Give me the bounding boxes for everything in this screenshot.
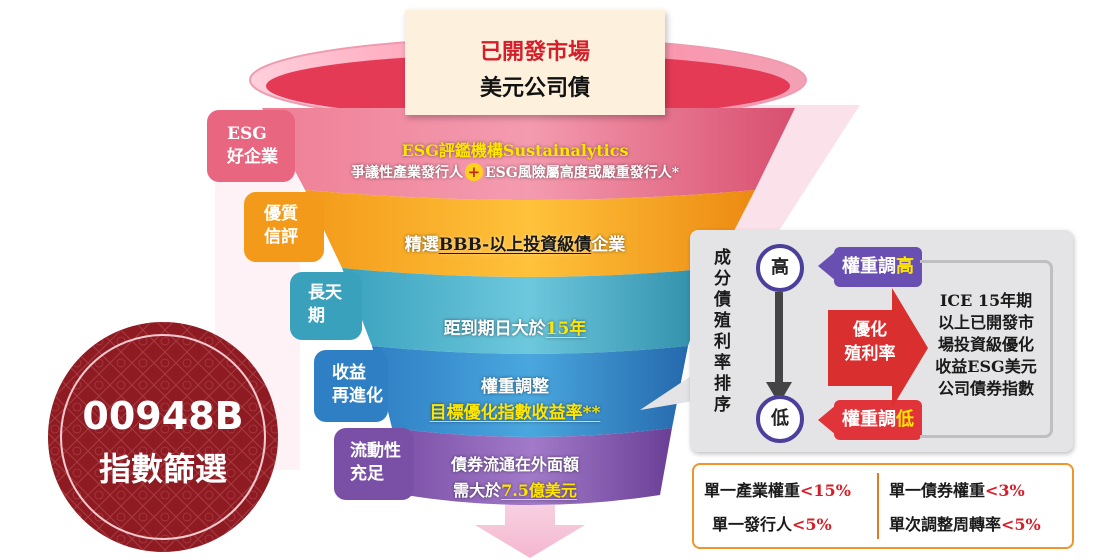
- level-esg-line1: ESG評鑑機構Sustainalytics: [401, 141, 629, 160]
- plus-icon: +: [464, 163, 483, 181]
- badge-code: 00948B: [82, 394, 244, 438]
- header-line2: 美元公司債: [479, 75, 590, 101]
- level-yield-line1: 權重調整: [481, 377, 549, 397]
- tab-duration: 長天 期: [290, 272, 362, 340]
- callout-pointer: [640, 370, 700, 410]
- index-name-line2: 以上已開發市: [937, 313, 1034, 332]
- level-liquidity-text: 債券流通在外面額 需大於7.5億美元: [300, 452, 730, 504]
- rule-issuer-label: 單一發行人: [712, 515, 793, 534]
- funnel-level-liquidity: [392, 428, 672, 505]
- weight-down-pointer: [818, 405, 836, 435]
- funnel-level-esg: [262, 108, 795, 200]
- limits-box: 單一產業權重<15% 單一債券權重<3% 單一發行人<5% 單次調整周轉率<5%: [692, 463, 1074, 549]
- level-esg-line2a: 爭議性產業發行人: [350, 165, 463, 181]
- funnel-level-quality: [305, 190, 755, 277]
- level-esg-line2b: ESG風險屬高度或嚴重發行人*: [484, 165, 680, 181]
- weight-up-tag: 權重調高: [834, 247, 922, 287]
- rule-turnover-value: <5%: [1001, 515, 1041, 534]
- yield-ranking-panel: 成分債殖利率排序 高 低 權重調高 權重調低 優化 殖利率 ICE 15年期 以…: [690, 230, 1073, 452]
- tab-duration-line2: 期: [308, 306, 325, 326]
- tab-esg-line1: ESG: [227, 124, 267, 144]
- rule-industry-weight-label: 單一產業權重: [704, 481, 801, 500]
- index-name-line4: 收益ESG美元: [935, 357, 1037, 376]
- funnel-level-yield: [372, 346, 688, 437]
- high-circle: 高: [756, 244, 804, 292]
- level-liquidity-line2: 需大於7.5億美元: [300, 478, 730, 504]
- weight-down-tag: 權重調低: [834, 400, 922, 440]
- down-arrow-icon: [475, 505, 585, 558]
- level-liquidity-highlight: 7.5億美元: [501, 481, 577, 500]
- tab-quality-line1: 優質: [264, 204, 298, 224]
- tab-liquidity-line1: 流動性: [350, 441, 401, 461]
- level-quality-highlight: BBB-以上投資級債: [438, 235, 592, 255]
- badge-label: 指數篩選: [98, 450, 227, 488]
- rule-turnover-label: 單次調整周轉率: [889, 515, 1002, 534]
- weight-down-pre: 權重調: [842, 409, 896, 430]
- funnel-level-duration: [342, 268, 715, 354]
- panel-vertical-label: 成分債殖利率排序: [714, 248, 731, 415]
- rule-issuer-value: <5%: [792, 515, 832, 534]
- level-quality-pre: 精選: [404, 235, 439, 255]
- header-card: 已開發市場 美元公司債: [405, 10, 665, 115]
- optimize-line2: 殖利率: [844, 344, 896, 364]
- rule-bond-weight: 單一債券權重<3%: [889, 477, 1025, 501]
- tab-yield: 收益 再進化: [314, 350, 388, 422]
- level-esg-text: ESG評鑑機構Sustainalytics 爭議性產業發行人+ESG風險屬高度或…: [300, 140, 730, 184]
- level-quality-text: 精選BBB-以上投資級債企業: [300, 230, 730, 255]
- weight-up-pre: 權重調: [842, 256, 896, 277]
- index-screening-badge: 00948B 指數篩選: [48, 322, 278, 552]
- level-liquidity-pre: 需大於: [453, 481, 502, 500]
- tab-duration-line1: 長天: [308, 283, 342, 303]
- rule-turnover: 單次調整周轉率<5%: [889, 511, 1041, 535]
- rule-industry-weight: 單一產業權重<15%: [704, 477, 851, 501]
- tab-esg-line2: 好企業: [227, 147, 278, 167]
- index-name-box: [920, 260, 1053, 438]
- level-quality-post: 企業: [591, 235, 626, 255]
- weight-up-hl: 高: [896, 256, 914, 277]
- arrow-down-icon: [766, 292, 792, 404]
- optimize-label: 優化 殖利率: [838, 318, 902, 366]
- tab-quality: 優質 信評: [244, 192, 324, 262]
- optimize-line1: 優化: [853, 320, 887, 340]
- tab-yield-line2: 再進化: [332, 386, 383, 406]
- tab-quality-line2: 信評: [264, 227, 298, 247]
- rule-issuer: 單一發行人<5%: [712, 511, 832, 535]
- level-duration-text: 距到期日大於15年: [300, 314, 730, 339]
- level-yield-highlight: 目標優化指數收益率**: [429, 403, 601, 423]
- level-yield-text: 權重調整 目標優化指數收益率**: [300, 374, 730, 426]
- optimize-arrow-icon: [828, 288, 928, 408]
- low-circle: 低: [756, 395, 804, 443]
- weight-down-hl: 低: [896, 409, 914, 430]
- header-line1: 已開發市場: [479, 39, 590, 65]
- tab-liquidity-line2: 充足: [350, 464, 384, 484]
- rule-bond-weight-label: 單一債券權重: [889, 481, 986, 500]
- rule-industry-weight-value: <15%: [800, 481, 851, 500]
- index-name: ICE 15年期 以上已開發市 場投資級優化 收益ESG美元 公司債券指數: [926, 290, 1046, 400]
- rule-bond-weight-value: <3%: [985, 481, 1025, 500]
- tab-liquidity: 流動性 充足: [334, 428, 414, 500]
- index-name-line3: 場投資級優化: [937, 335, 1034, 354]
- index-name-line5: 公司債券指數: [937, 379, 1034, 398]
- index-name-line1: ICE 15年期: [939, 291, 1033, 310]
- tab-esg: ESG 好企業: [207, 110, 295, 182]
- weight-up-pointer: [818, 251, 836, 281]
- level-esg-line2: 爭議性產業發行人+ESG風險屬高度或嚴重發行人*: [300, 162, 730, 184]
- limits-divider: [877, 473, 879, 539]
- level-liquidity-line1: 債券流通在外面額: [450, 455, 579, 474]
- badge-ring: [60, 334, 266, 540]
- level-duration-pre: 距到期日大於: [443, 319, 546, 339]
- level-duration-highlight: 15年: [545, 319, 587, 339]
- tab-yield-line1: 收益: [332, 363, 366, 383]
